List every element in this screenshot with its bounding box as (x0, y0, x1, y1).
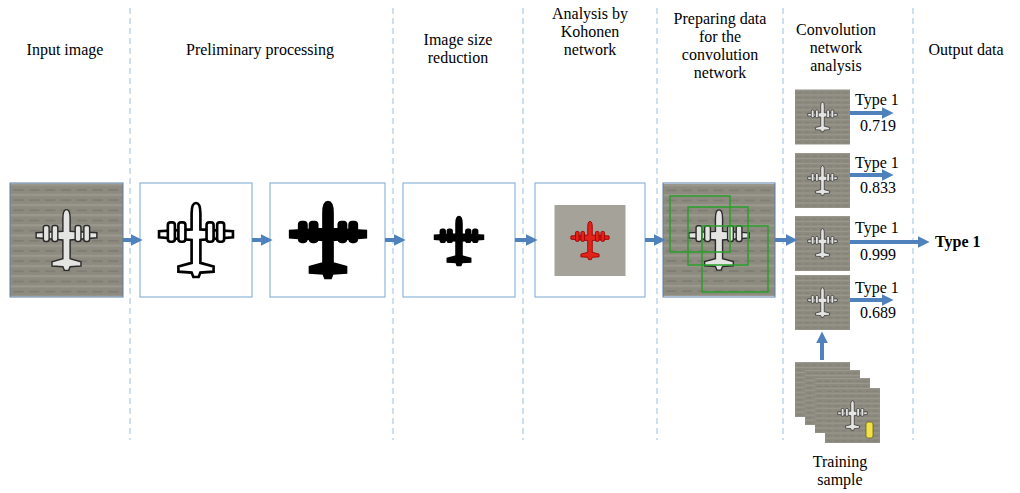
confidence-score: 0.999 (860, 246, 896, 264)
conv-thumbnails (795, 90, 850, 331)
class-label: Type 1 (855, 154, 899, 172)
column-header: Image size reduction (403, 31, 513, 67)
confidence-score: 0.719 (860, 117, 896, 135)
training-sample-label: Training sample (795, 453, 885, 489)
column-header: Convolution network analysis (789, 21, 884, 75)
column-header: Preparing data for the convolution netwo… (670, 10, 770, 82)
column-header: Preliminary processing (135, 41, 385, 59)
filled-silhouette-box (270, 183, 385, 297)
class-label: Type 1 (855, 219, 899, 237)
edge-image-box (140, 183, 252, 297)
kohonen-result-box (535, 183, 645, 297)
output-class: Type 1 (935, 233, 980, 251)
confidence-score: 0.689 (860, 304, 896, 322)
input-image (10, 183, 123, 297)
class-label: Type 1 (855, 279, 899, 297)
confidence-score: 0.833 (860, 179, 896, 197)
column-separators (130, 8, 913, 440)
column-header: Output data (916, 41, 1016, 59)
class-label: Type 1 (855, 91, 899, 109)
training-sample-stack (795, 362, 880, 443)
reduced-image-box (403, 183, 515, 297)
prepared-data-box (663, 183, 775, 297)
column-header: Input image (5, 41, 125, 59)
flow-arrows (123, 113, 920, 360)
column-header: Analysis by Kohonen network (540, 5, 640, 59)
